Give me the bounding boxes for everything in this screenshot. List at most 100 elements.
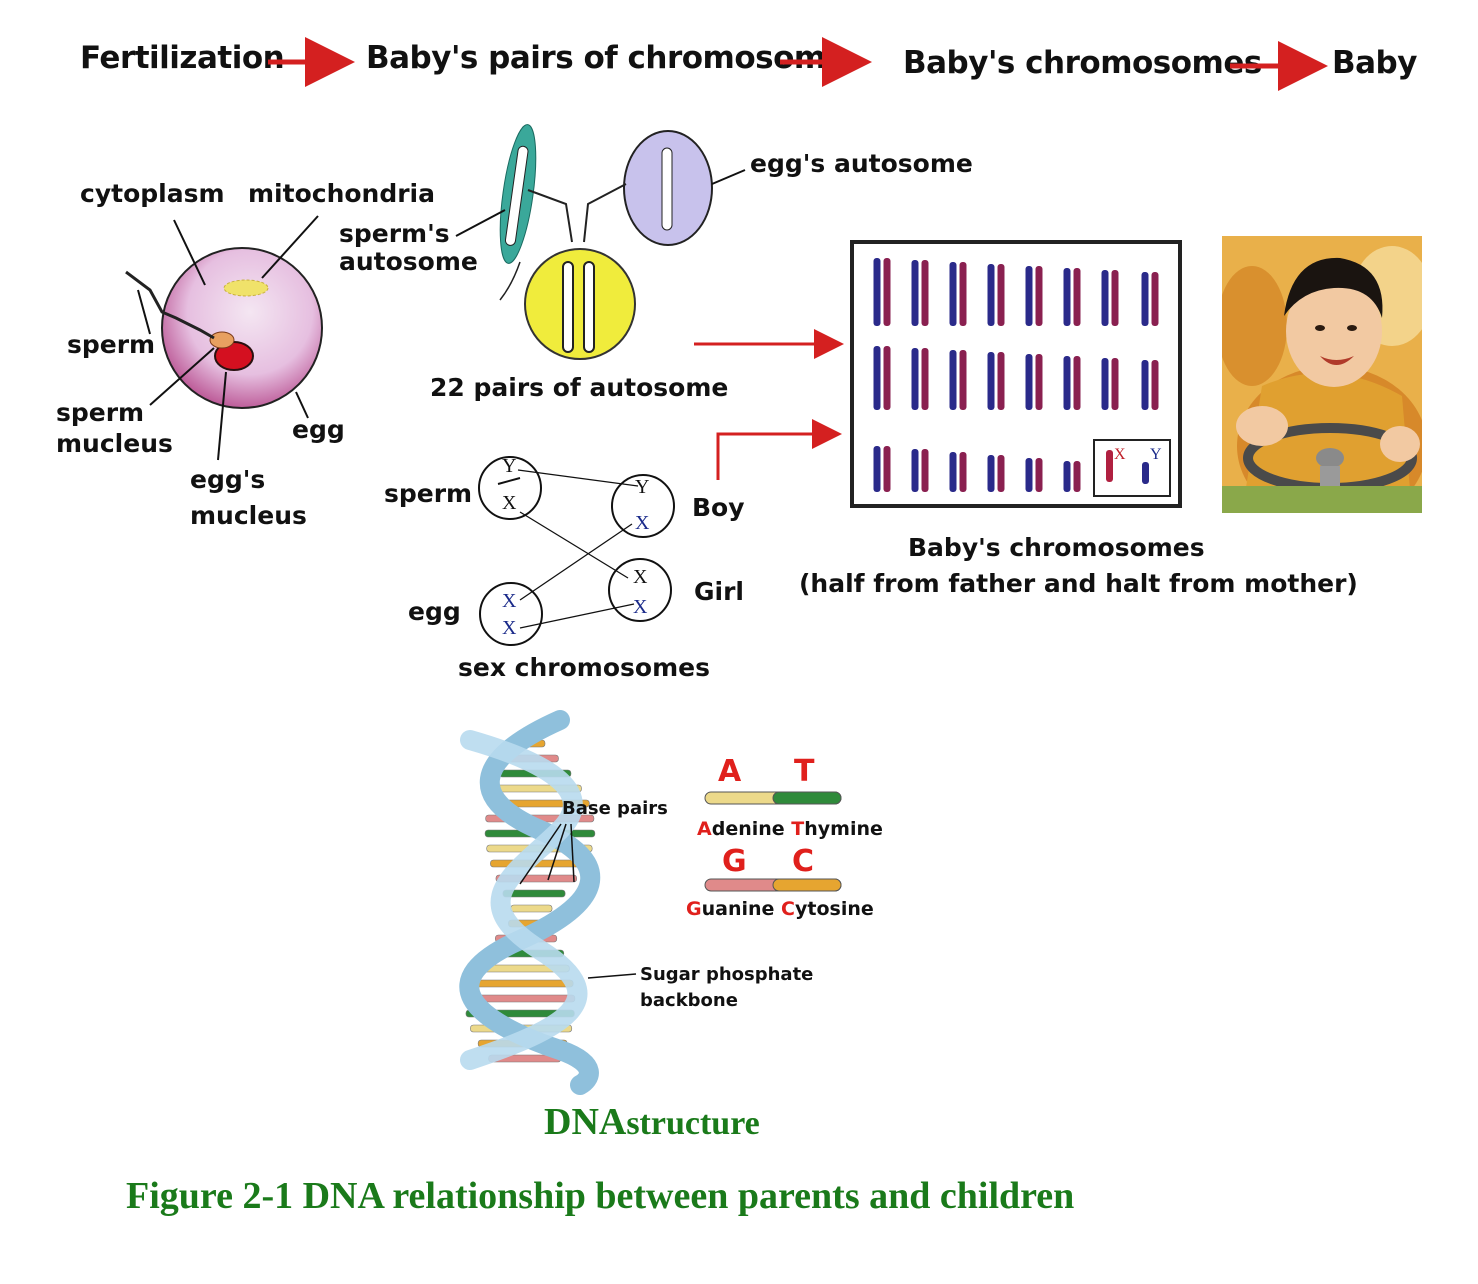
label-cytoplasm: cytoplasm <box>80 179 225 208</box>
sperm-x: X <box>502 492 517 514</box>
boy-x: X <box>635 512 650 534</box>
karyotype-chromosome <box>997 264 1005 326</box>
adenine-initial: A <box>697 818 712 840</box>
karyotype-chromosome <box>987 455 995 492</box>
thymine-initial: T <box>791 818 805 840</box>
karyotype-chromosome <box>1035 354 1043 410</box>
label-sex-sperm: sperm <box>384 479 473 508</box>
label-guanine-cytosine: Guanine Cytosine <box>686 898 874 920</box>
karyotype-chromosome <box>883 258 891 326</box>
sex-chromosome-diagram <box>478 329 844 646</box>
helix-rung <box>467 979 574 988</box>
karyotype-y: Y <box>1150 446 1162 463</box>
label-sugar-backbone: Sugar phosphate backbone <box>640 964 814 1011</box>
karyotype-chromosome <box>883 446 891 492</box>
label-22-pairs: 22 pairs of autosome <box>430 373 729 402</box>
karyotype-chromosome <box>911 449 919 492</box>
karyotype-chromosome <box>997 352 1005 410</box>
label-sperm-autosome: sperm's autosome <box>339 219 478 276</box>
karyotype-chromosome <box>987 352 995 410</box>
sex-chromosome-bar <box>1106 450 1113 482</box>
karyotype-chromosome <box>921 348 929 410</box>
karyotype-chromosome <box>1141 272 1149 326</box>
label-egg-autosome: egg's autosome <box>750 149 973 178</box>
karyotype-chromosome <box>1025 458 1033 492</box>
karyotype-chromosome <box>1151 272 1159 326</box>
dna-title-structure: structure <box>626 1105 760 1142</box>
karyotype-chromosome <box>1151 360 1159 410</box>
karyotype-chromosome <box>1025 266 1033 326</box>
label-girl: Girl <box>694 577 744 606</box>
autosome-fusion <box>455 124 746 360</box>
karyotype-chromosome <box>959 452 967 492</box>
karyotype-chromosome <box>873 446 881 492</box>
karyotype-chromosome <box>1101 358 1109 410</box>
girl-x1: X <box>633 566 648 588</box>
egg-cell <box>125 215 323 461</box>
karyotype-chromosome <box>987 264 995 326</box>
karyotype-chromosome <box>1063 461 1071 492</box>
label-sperm: sperm <box>67 330 156 359</box>
label-sex-chromosomes: sex chromosomes <box>458 653 710 682</box>
karyotype-chromosome <box>911 260 919 326</box>
letter-a: A <box>718 754 742 789</box>
adenine-rest: denine <box>711 818 785 840</box>
sperm-y: Y <box>502 455 517 477</box>
letter-c: C <box>792 844 815 879</box>
egg-x2: X <box>502 617 517 639</box>
guanine-rest: uanine <box>701 898 775 920</box>
egg-x1: X <box>502 590 517 612</box>
figure-caption: Figure 2-1 DNA relationship between pare… <box>126 1175 1075 1217</box>
karyotype-chromosome <box>873 346 881 410</box>
helix-rung <box>510 904 553 913</box>
karyotype-chromosome <box>1073 268 1081 326</box>
cytosine-initial: C <box>781 898 795 920</box>
letter-g: G <box>722 844 747 879</box>
karyotype-chromosome <box>1035 458 1043 492</box>
karyotype-caption-2: (half from father and halt from mother) <box>799 569 1358 598</box>
flow-step-baby: Baby <box>1332 45 1417 81</box>
karyotype-chromosome <box>911 348 919 410</box>
baby-photo <box>1222 236 1422 513</box>
flow-step-fertilization: Fertilization <box>80 40 285 76</box>
karyotype-chromosome <box>883 346 891 410</box>
label-egg-nucleus: egg's mucleus <box>190 465 307 530</box>
dna-structure-title: DNAstructure <box>544 1100 760 1144</box>
karyotype-chromosome <box>1141 360 1149 410</box>
karyotype-chromosome <box>1073 461 1081 492</box>
karyotype-chromosome <box>1035 266 1043 326</box>
karyotype-chromosome <box>1063 268 1071 326</box>
guanine-initial: G <box>686 898 702 920</box>
boy-y: Y <box>635 476 650 498</box>
karyotype-chromosome <box>1111 270 1119 326</box>
girl-x2: X <box>633 596 648 618</box>
karyotype-chromosome <box>1063 356 1071 410</box>
label-sperm-nucleus: sperm mucleus <box>56 398 173 458</box>
karyotype-chromosome <box>873 258 881 326</box>
karyotype-chromosome <box>921 449 929 492</box>
dna-title-dna: DNA <box>544 1101 627 1143</box>
karyotype-chromosome <box>1073 356 1081 410</box>
karyotype-chromosome <box>949 350 957 410</box>
flow-step-chromosomes: Baby's chromosomes <box>903 45 1262 81</box>
label-mitochondria: mitochondria <box>248 179 435 208</box>
karyotype-chromosome <box>959 350 967 410</box>
karyotype-chromosome <box>1111 358 1119 410</box>
karyotype-caption-1: Baby's chromosomes <box>908 533 1205 562</box>
label-sex-egg: egg <box>408 597 461 626</box>
cytosine-rest: ytosine <box>795 898 874 920</box>
karyotype-chromosome <box>1101 270 1109 326</box>
flow-step-pairs: Baby's pairs of chromosome <box>366 40 847 76</box>
karyotype-chromosome <box>949 452 957 492</box>
dna-helix <box>459 710 637 1095</box>
thymine-rest: hymine <box>804 818 883 840</box>
label-adenine-thymine: Adenine Thymine <box>697 818 883 840</box>
karyotype-chromosome <box>959 262 967 326</box>
label-boy: Boy <box>692 493 745 522</box>
karyotype-x: X <box>1114 446 1126 463</box>
letter-t: T <box>794 754 815 789</box>
karyotype-chromosome <box>921 260 929 326</box>
label-egg: egg <box>292 415 345 444</box>
karyotype <box>850 240 1182 508</box>
